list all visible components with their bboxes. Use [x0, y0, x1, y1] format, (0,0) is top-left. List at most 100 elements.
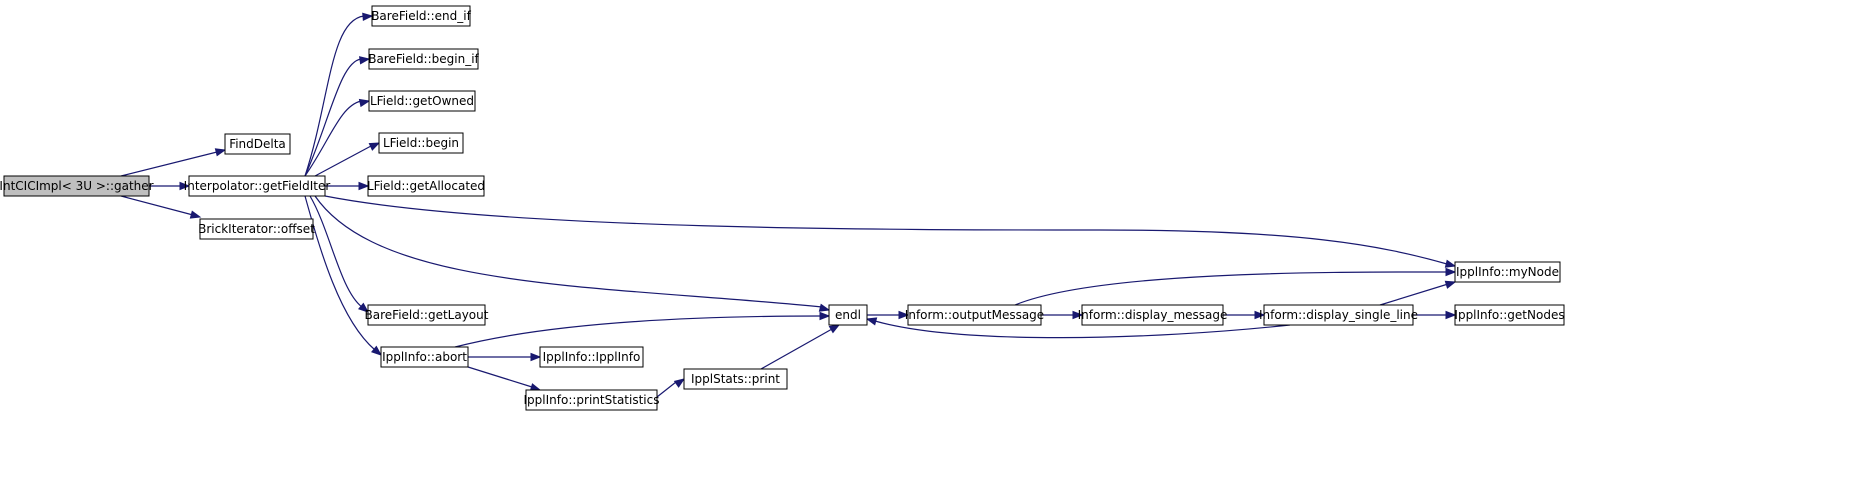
node-display-message[interactable]: Inform::display_message: [1078, 304, 1228, 326]
node-label: BareField::getLayout: [365, 308, 489, 322]
node-label: endl: [835, 308, 861, 322]
node-label: IpplInfo::myNode: [1456, 265, 1559, 279]
arrowhead: [358, 302, 370, 313]
node-endl[interactable]: endl: [828, 304, 868, 326]
node-box: [1454, 261, 1561, 283]
edge-gfi-getallocated: [325, 181, 370, 191]
node-getallocated[interactable]: LField::getAllocated: [367, 175, 485, 197]
node-box: [539, 346, 644, 368]
node-label: IpplInfo::IpplInfo: [543, 350, 641, 364]
edge-line: [304, 195, 376, 351]
edge-dispsingle-mynode: [1379, 280, 1457, 306]
arrowhead: [898, 310, 910, 320]
node-label: Inform::outputMessage: [905, 308, 1044, 322]
node-mynode[interactable]: IpplInfo::myNode: [1454, 261, 1561, 283]
node-statsprint[interactable]: IpplStats::print: [683, 368, 788, 390]
edge-dispmsg-dispsingle: [1223, 310, 1266, 320]
arrowhead: [358, 98, 371, 108]
edge-abort-printstatistics: [467, 366, 542, 392]
node-outputmessage[interactable]: Inform::outputMessage: [905, 304, 1044, 326]
arrowhead: [368, 142, 381, 151]
node-printstatistics[interactable]: IpplInfo::printStatistics: [524, 389, 660, 411]
node-box: [199, 218, 314, 240]
node-display-single-line[interactable]: Inform::display_single_line: [1259, 304, 1418, 326]
node-box: [1263, 304, 1414, 326]
node-label: BareField::begin_if: [368, 52, 479, 66]
edge-dispsingle-getnodes: [1413, 310, 1457, 320]
node-box: [367, 175, 485, 197]
arrowhead: [818, 303, 831, 312]
node-getlayout[interactable]: BareField::getLayout: [365, 304, 489, 326]
edge-line: [304, 100, 362, 177]
arrowhead: [865, 317, 878, 326]
node-box: [371, 5, 471, 27]
arrowhead: [1444, 280, 1457, 289]
arrowhead: [1445, 267, 1457, 277]
node-begin-if[interactable]: BareField::begin_if: [368, 48, 480, 70]
node-box: [380, 346, 469, 368]
edge-line: [324, 195, 1448, 265]
node-box: [828, 304, 868, 326]
arrowhead: [673, 378, 686, 388]
node-getowned[interactable]: LField::getOwned: [368, 90, 476, 112]
node-label: IpplInfo::abort: [382, 350, 467, 364]
node-label: LField::getOwned: [370, 94, 474, 108]
edge-line: [120, 195, 194, 216]
edge-line: [314, 195, 823, 308]
edge-line: [304, 58, 362, 177]
edge-printstats-statsprint: [656, 378, 686, 398]
edge-gfi-getowned: [304, 98, 371, 177]
node-end-if[interactable]: BareField::end_if: [371, 5, 472, 27]
node-box: [683, 368, 788, 390]
node-box: [367, 304, 486, 326]
node-ipplinfo[interactable]: IpplInfo::IpplInfo: [539, 346, 644, 368]
edge-gfi-abort: [304, 195, 383, 356]
edge-root-finddelta: [120, 148, 227, 177]
arrowhead: [362, 12, 374, 22]
arrowhead: [189, 210, 202, 219]
node-box: [188, 175, 326, 197]
edge-abort-endl: [454, 311, 831, 348]
node-label: BrickIterator::offset: [198, 222, 315, 236]
node-box: [368, 90, 476, 112]
edge-root-offset: [120, 195, 202, 219]
node-getfielditer[interactable]: Interpolator::getFieldIter: [184, 175, 331, 197]
edge-dispsingle-endl: [865, 317, 1291, 339]
arrowhead: [359, 56, 371, 65]
node-box: [907, 304, 1042, 326]
edge-gfi-endl: [314, 195, 831, 312]
node-box: [3, 175, 150, 197]
edge-line: [656, 381, 677, 398]
node-label: BareField::end_if: [371, 9, 471, 23]
node-label: IpplInfo::getNodes: [1454, 308, 1564, 322]
node-getnodes[interactable]: IpplInfo::getNodes: [1454, 304, 1565, 326]
edge-gfi-lbegin: [314, 142, 381, 177]
node-lbegin[interactable]: LField::begin: [378, 132, 464, 154]
node-box: [1454, 304, 1565, 326]
edge-line: [454, 315, 822, 348]
node-offset[interactable]: BrickIterator::offset: [198, 218, 315, 240]
edge-line: [309, 195, 363, 308]
node-box: [1081, 304, 1224, 326]
arrowhead: [530, 352, 542, 362]
edge-gfi-getlayout: [309, 195, 370, 313]
edge-line: [314, 145, 372, 177]
edge-outputmessage-mynode: [1014, 267, 1457, 306]
node-label: Inform::display_message: [1078, 308, 1228, 322]
node-label: LField::begin: [383, 136, 459, 150]
edge-root-getfielditer: [149, 181, 191, 191]
node-label: Interpolator::getFieldIter: [184, 179, 331, 193]
node-finddelta[interactable]: FindDelta: [224, 133, 291, 155]
edge-line: [1379, 283, 1449, 306]
edge-line: [304, 15, 365, 177]
edge-gfi-mynode: [324, 195, 1457, 268]
node-label: LField::getAllocated: [367, 179, 485, 193]
arrowhead: [1072, 310, 1084, 320]
arrowhead: [1254, 310, 1266, 320]
node-label: IpplInfo::printStatistics: [524, 393, 660, 407]
node-abort[interactable]: IpplInfo::abort: [380, 346, 469, 368]
nodes: IntCICImpl< 3U >::gather FindDeltaInterpo…: [0, 5, 1565, 411]
arrowhead: [1444, 259, 1457, 268]
node-root[interactable]: IntCICImpl< 3U >::gather: [0, 175, 154, 197]
